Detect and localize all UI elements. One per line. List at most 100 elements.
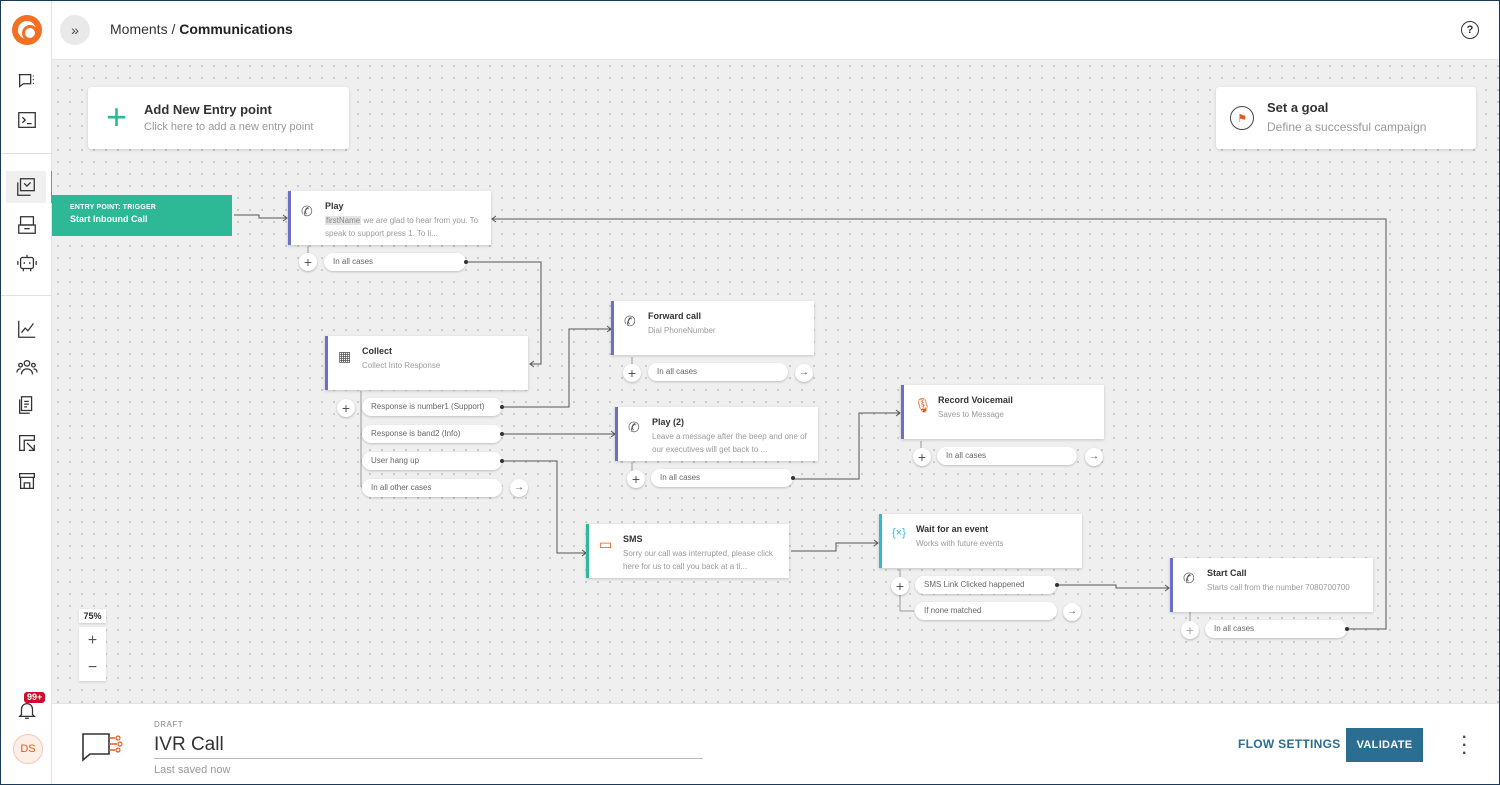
arrow-right-icon[interactable]: →	[1085, 448, 1103, 466]
node-title: Collect	[362, 346, 393, 356]
zoom-level: 75%	[79, 609, 106, 623]
variable-braces-icon: {×}	[892, 527, 906, 539]
documents-icon[interactable]	[9, 389, 45, 421]
moments-icon[interactable]	[6, 171, 53, 203]
case-pill[interactable]: Response is band2 (Info)	[362, 425, 504, 443]
case-pill[interactable]: User hang up	[362, 452, 504, 470]
breadcrumb: Moments / Communications	[110, 21, 293, 37]
case-pill[interactable]: In all cases	[648, 363, 788, 381]
help-icon[interactable]: ?	[1461, 21, 1479, 39]
add-branch-button[interactable]: +	[891, 577, 909, 595]
analytics-icon[interactable]	[9, 313, 45, 345]
add-branch-button[interactable]: +	[913, 448, 931, 466]
expand-sidebar-button[interactable]: »	[60, 15, 90, 45]
node-wait-for-event[interactable]: {×} Wait for an event Works with future …	[879, 514, 1082, 568]
sms-bubble-icon: ▭	[599, 536, 613, 552]
set-goal-card[interactable]: ⚑ Set a goal Define a successful campaig…	[1216, 87, 1476, 149]
set-goal-subtitle: Define a successful campaign	[1267, 120, 1427, 134]
add-entry-point-subtitle: Click here to add a new entry point	[144, 121, 314, 133]
flow-canvas[interactable]: + Add New Entry point Click here to add …	[52, 60, 1499, 703]
breadcrumb-current: Communications	[179, 21, 293, 37]
zoom-in-button[interactable]: +	[87, 631, 98, 649]
case-pill[interactable]: In all cases	[324, 253, 468, 271]
node-play[interactable]: ✆ Play firstName we are glad to hear fro…	[288, 191, 491, 245]
node-title: Record Voicemail	[938, 395, 1013, 405]
trigger-label: ENTRY POINT: TRIGGER	[70, 204, 157, 211]
phone-outgoing-icon: ✆	[1183, 570, 1195, 586]
node-description: Collect Into Response	[362, 361, 441, 370]
goal-flag-icon: ⚑	[1230, 106, 1254, 130]
store-icon[interactable]	[9, 465, 45, 497]
people-icon[interactable]	[9, 351, 45, 383]
add-branch-button[interactable]: +	[627, 470, 645, 488]
add-entry-point-card[interactable]: + Add New Entry point Click here to add …	[88, 87, 349, 149]
node-forward-call[interactable]: ✆ Forward call Dial PhoneNumber	[611, 301, 814, 355]
flow-status: DRAFT	[154, 720, 184, 729]
brand-logo-icon[interactable]	[12, 15, 42, 45]
campaigns-icon[interactable]	[9, 209, 45, 241]
zoom-out-button[interactable]: −	[87, 658, 98, 676]
node-title: Wait for an event	[916, 524, 989, 534]
validate-button[interactable]: VALIDATE	[1346, 728, 1423, 762]
add-entry-point-title: Add New Entry point	[144, 102, 272, 117]
node-title: Forward call	[648, 311, 702, 321]
add-branch-button[interactable]: +	[623, 364, 641, 382]
arrow-right-icon[interactable]: →	[795, 364, 813, 382]
add-branch-button[interactable]: +	[1181, 621, 1199, 639]
node-description: Leave a message after the beep and one o…	[652, 432, 807, 454]
more-options-icon[interactable]: ···	[1462, 729, 1468, 762]
keypad-icon: ▦	[338, 348, 352, 364]
bottom-bar: DRAFT IVR Call Last saved now FLOW SETTI…	[52, 703, 1499, 784]
arrow-right-icon[interactable]: →	[510, 479, 528, 497]
case-pill[interactable]: In all cases	[651, 469, 795, 487]
node-play-2[interactable]: ✆ Play (2) Leave a message after the bee…	[615, 407, 818, 461]
node-description: Sorry our call was interrupted, please c…	[623, 549, 773, 571]
flow-settings-button[interactable]: FLOW SETTINGS	[1238, 737, 1341, 751]
notifications-badge: 99+	[24, 692, 46, 703]
node-collect[interactable]: ▦ Collect Collect Into Response	[325, 336, 528, 390]
flow-name-field[interactable]: IVR Call	[154, 734, 703, 759]
user-avatar[interactable]: DS	[13, 734, 43, 764]
phone-forward-icon: ✆	[624, 313, 636, 329]
double-chevron-right-icon: »	[71, 22, 79, 38]
node-description: Starts call from the number 7080700700	[1207, 583, 1350, 592]
node-record-voicemail[interactable]: 🎙 Record Voicemail Saves to Message	[901, 385, 1104, 439]
conversations-icon[interactable]	[9, 65, 45, 97]
node-title: Play	[325, 201, 344, 211]
node-description: Works with future events	[916, 539, 1004, 548]
node-title: Start Call	[1207, 568, 1247, 578]
set-goal-title: Set a goal	[1267, 100, 1329, 115]
entry-point-trigger[interactable]: ENTRY POINT: TRIGGER Start Inbound Call	[52, 195, 232, 236]
node-start-call[interactable]: ✆ Start Call Starts call from the number…	[1170, 558, 1373, 612]
case-pill[interactable]: In all other cases	[362, 479, 502, 497]
add-branch-button[interactable]: +	[299, 253, 317, 271]
microphone-icon: 🎙	[914, 397, 932, 413]
node-description: Saves to Message	[938, 410, 1004, 419]
variable-chip: firstName	[325, 216, 362, 225]
plus-icon: +	[106, 96, 128, 137]
trigger-name: Start Inbound Call	[70, 214, 148, 224]
top-bar: » Moments / Communications ?	[52, 1, 1499, 60]
case-pill[interactable]: SMS Link Clicked happened	[915, 576, 1059, 594]
case-pill[interactable]: If none matched	[915, 602, 1057, 620]
breadcrumb-parent[interactable]: Moments	[110, 21, 168, 37]
flow-chat-icon	[82, 733, 123, 762]
arrow-right-icon[interactable]: →	[1063, 603, 1081, 621]
node-sms[interactable]: ▭ SMS Sorry our call was interrupted, pl…	[586, 524, 789, 578]
rail-divider	[1, 295, 52, 296]
case-pill[interactable]: In all cases	[937, 447, 1077, 465]
notifications-bell-icon[interactable]	[9, 694, 45, 726]
node-title: Play (2)	[652, 417, 685, 427]
zoom-control: 75% + −	[79, 609, 106, 681]
rail-divider	[1, 153, 52, 154]
node-title: SMS	[623, 534, 643, 544]
bot-icon[interactable]	[9, 247, 45, 279]
case-pill[interactable]: Response is number1 (Support)	[362, 398, 504, 416]
case-pill[interactable]: In all cases	[1205, 620, 1349, 638]
add-branch-button[interactable]: +	[337, 399, 355, 417]
left-rail: 99+ DS	[1, 1, 53, 784]
exports-icon[interactable]	[9, 427, 45, 459]
terminal-icon[interactable]	[9, 104, 45, 136]
phone-audio-icon: ✆	[628, 419, 640, 435]
